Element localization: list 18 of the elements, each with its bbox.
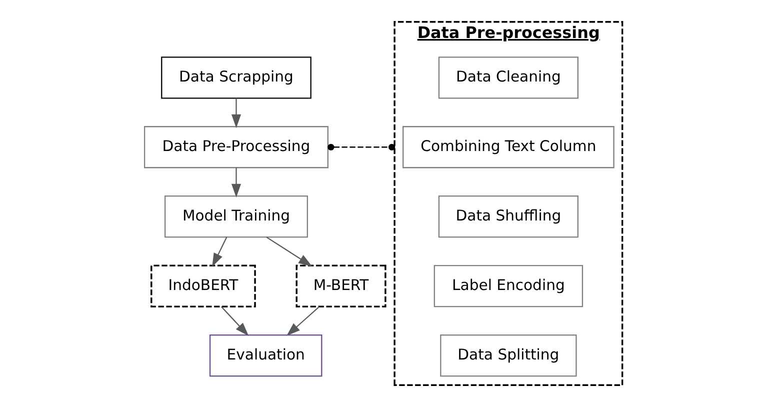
node-box: Label Encoding [433,265,583,308]
node-box: Data Cleaning [438,56,578,99]
node-box: IndoBERT [150,264,256,308]
node-box: Data Splitting [440,334,576,377]
arrow [286,306,320,336]
connector [327,144,395,150]
node-box: Data Shuffling [438,196,578,238]
arrow [220,306,248,336]
arrow [230,98,241,128]
arrow [266,236,312,266]
node-box: Data Scrapping [160,56,311,99]
node-box: Combining Text Column [402,126,614,168]
node-box: Model Training [164,196,308,238]
node-box: Data Pre-Processing [143,126,328,168]
node-box: M-BERT [295,264,386,308]
node-box: Evaluation [208,334,322,377]
arrow [230,168,241,198]
arrow [212,236,227,267]
